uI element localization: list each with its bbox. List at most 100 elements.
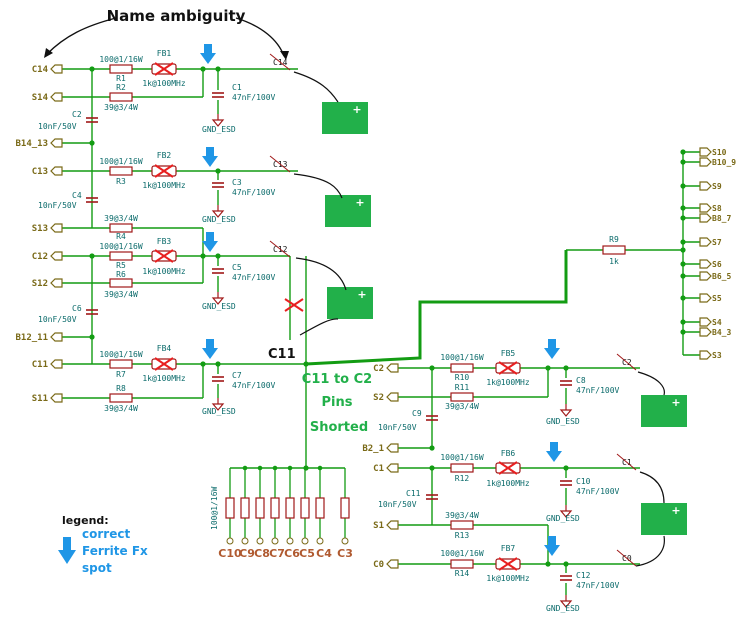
c3-ref: C3 — [232, 178, 242, 187]
r8-ref: R8 — [116, 384, 126, 393]
right-wires — [566, 151, 700, 356]
ambiguity-cross — [284, 298, 304, 312]
port-s9[interactable]: S9 — [712, 182, 722, 191]
right-curly-arrows — [635, 371, 665, 567]
c4-ref: C4 — [72, 191, 82, 200]
port-s10[interactable]: S10 — [712, 148, 727, 157]
fb5-value: 1k@100MHz — [486, 378, 530, 387]
port-c0[interactable]: C0 — [373, 560, 384, 570]
right-ports — [699, 147, 712, 360]
port-s11[interactable]: S11 — [32, 394, 48, 404]
fb2-ref: FB2 — [157, 151, 172, 160]
c11-ref: C11 — [406, 489, 421, 498]
c11-value: 10nF/50V — [378, 500, 417, 509]
legend-line2: Ferrite Fx — [82, 544, 148, 558]
port-b12-11[interactable]: B12_11 — [15, 333, 48, 343]
port-b4-3[interactable]: B4_3 — [712, 328, 731, 337]
bank-label-7: C3 — [337, 547, 353, 560]
bank-label-0: C10 — [218, 547, 242, 560]
fb4-value: 1k@100MHz — [142, 374, 186, 383]
c4-value: 10nF/50V — [38, 201, 77, 210]
c2-value: 10nF/50V — [38, 122, 77, 131]
connector-box-5 — [641, 503, 687, 535]
c1-ref: C1 — [232, 83, 242, 92]
r14-value: 100@1/16W — [440, 549, 484, 558]
r8-value: 39@3/4W — [104, 404, 138, 413]
short-note-line3: Shorted — [310, 420, 368, 435]
port-b10-9[interactable]: B10_9 — [712, 158, 736, 167]
port-s6[interactable]: S6 — [712, 260, 722, 269]
port-b8-7[interactable]: B8_7 — [712, 214, 731, 223]
port-c11[interactable]: C11 — [32, 360, 48, 370]
port-c14[interactable]: C14 — [32, 65, 49, 75]
port-s12[interactable]: S12 — [32, 279, 48, 289]
short-note-line2: Pins — [322, 395, 353, 410]
bank-ports — [226, 537, 349, 545]
c1-value: 47nF/100V — [232, 93, 276, 102]
r1-ref: R1 — [116, 74, 126, 83]
legend-arrow-icon — [58, 550, 76, 564]
gnd-1: GND_ESD — [202, 125, 236, 134]
r11-ref: R11 — [455, 383, 470, 392]
bank-label-1: C9 — [239, 547, 255, 560]
c10-value: 47nF/100V — [576, 487, 620, 496]
left-wires — [62, 68, 345, 469]
correct-ferrite-arrow-5 — [544, 339, 560, 359]
bank-label-4: C6 — [284, 547, 300, 560]
fb3-ref: FB3 — [157, 237, 172, 246]
c7-ref: C7 — [232, 371, 242, 380]
right-junctions — [680, 149, 686, 335]
port-b14-13[interactable]: B14_13 — [15, 139, 48, 149]
r4-ref: R4 — [116, 232, 126, 241]
port-s2[interactable]: S2 — [373, 393, 384, 403]
legend-line3: spot — [82, 561, 112, 575]
left-junctions — [89, 66, 309, 471]
c8-value: 47nF/100V — [576, 386, 620, 395]
resistor-r9 — [602, 245, 626, 255]
port-c13[interactable]: C13 — [32, 167, 48, 177]
c2-ref: C2 — [72, 110, 82, 119]
mid-junctions — [429, 365, 569, 567]
port-c1[interactable]: C1 — [373, 464, 384, 474]
port-s5[interactable]: S5 — [712, 294, 722, 303]
left-ports — [50, 64, 63, 403]
r13-ref: R13 — [455, 531, 470, 540]
c12-value: 47nF/100V — [576, 581, 620, 590]
net-tag-slashes — [269, 53, 291, 258]
port-b2-1[interactable]: B2_1 — [362, 444, 384, 454]
fb1-ref: FB1 — [157, 49, 172, 58]
left-ferrites — [151, 63, 177, 370]
legend-arrow-shaft — [63, 537, 71, 551]
port-s3[interactable]: S3 — [712, 351, 722, 360]
correct-ferrite-arrow-3 — [202, 232, 218, 252]
port-c12[interactable]: C12 — [32, 252, 48, 262]
port-s13[interactable]: S13 — [32, 224, 48, 234]
port-s7[interactable]: S7 — [712, 238, 722, 247]
fb5-ref: FB5 — [501, 349, 516, 358]
fb2-value: 1k@100MHz — [142, 181, 186, 190]
port-b6-5[interactable]: B6_5 — [712, 272, 731, 281]
r9-value: 1k — [609, 257, 619, 266]
bank-label-5: C5 — [299, 547, 315, 560]
gnd-4: GND_ESD — [202, 407, 236, 416]
fb7-value: 1k@100MHz — [486, 574, 530, 583]
port-c2[interactable]: C2 — [373, 364, 384, 374]
fb6-ref: FB6 — [501, 449, 516, 458]
r13-value: 39@3/4W — [445, 511, 479, 520]
gnd-7: GND_ESD — [546, 604, 580, 613]
c5-ref: C5 — [232, 263, 242, 272]
r14-ref: R14 — [455, 569, 470, 578]
bank-label-2: C8 — [254, 547, 270, 560]
name-ambiguity-title: Name ambiguity — [107, 7, 246, 25]
c6-value: 10nF/50V — [38, 315, 77, 324]
port-s1[interactable]: S1 — [373, 521, 384, 531]
left-curly-arrows — [293, 71, 347, 336]
port-s8[interactable]: S8 — [712, 204, 722, 213]
correct-ferrite-arrow-7 — [544, 536, 560, 556]
r5-ref: R5 — [116, 261, 126, 270]
port-s14[interactable]: S14 — [32, 93, 49, 103]
short-note-line1: C11 to C2 — [302, 372, 372, 387]
port-s4[interactable]: S4 — [712, 318, 722, 327]
r3-value: 100@1/16W — [99, 157, 143, 166]
